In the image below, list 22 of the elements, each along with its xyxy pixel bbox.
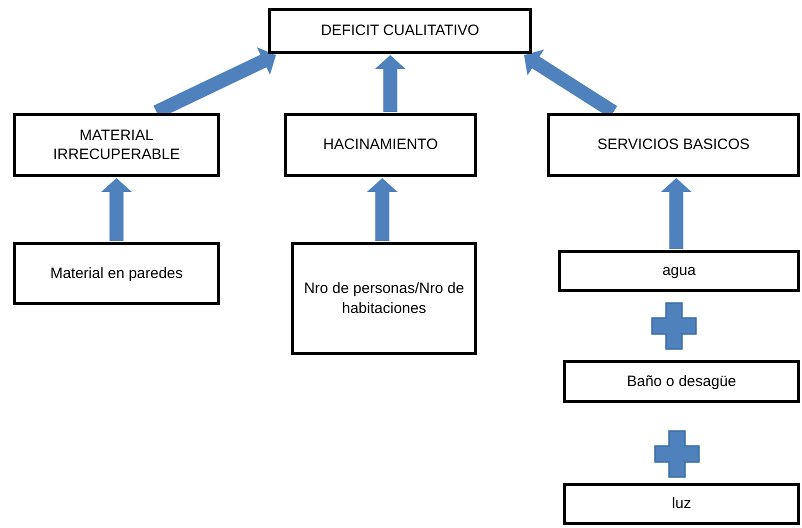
- box-label: DEFICIT CUALITATIVO: [320, 21, 480, 41]
- box-label: HACINAMIENTO: [323, 135, 438, 155]
- process-box: [558, 250, 800, 292]
- block-arrow: [366, 178, 398, 241]
- block-arrow: [101, 178, 132, 241]
- box-label: agua: [662, 261, 696, 281]
- block-arrow: [660, 178, 692, 249]
- process-box: [291, 242, 477, 355]
- box-label: Material en paredes: [50, 264, 183, 284]
- box-label: MATERIAL IRRECUPERABLE: [52, 126, 181, 164]
- process-box: [284, 113, 477, 177]
- process-box: [563, 483, 800, 525]
- box-label: Nro de personas/Nro de habitaciones: [302, 279, 466, 318]
- process-box: [13, 242, 220, 305]
- box-label: luz: [672, 494, 692, 514]
- box-label: SERVICIOS BASICOS: [597, 135, 750, 155]
- process-box: [547, 113, 800, 177]
- process-box: [563, 360, 800, 403]
- process-box: [268, 8, 532, 54]
- process-box: [13, 113, 220, 177]
- box-label: Baño o desagüe: [626, 372, 736, 392]
- block-arrow: [374, 55, 406, 112]
